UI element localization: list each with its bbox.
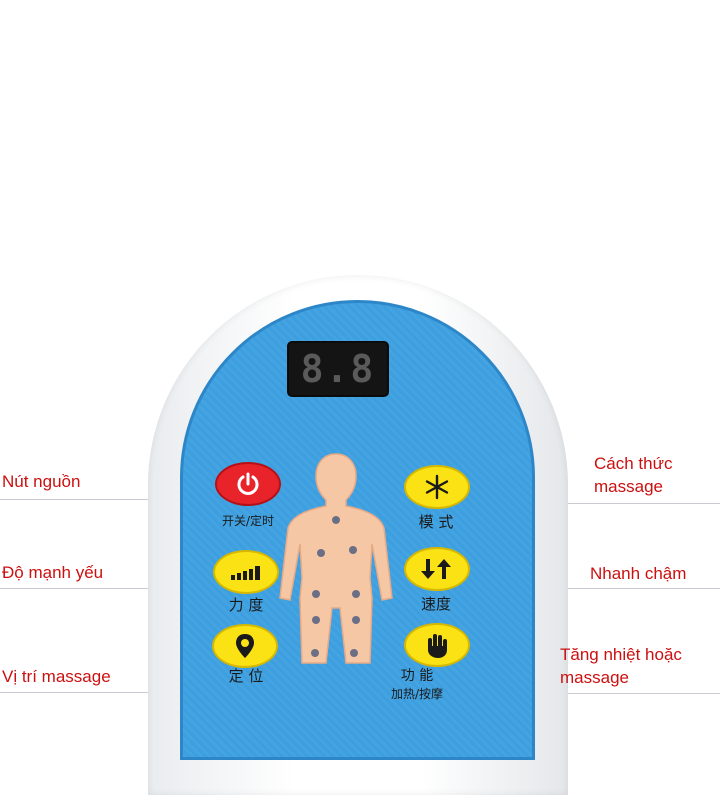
leader-line-speed (470, 588, 720, 589)
massage-points (311, 516, 360, 657)
massage-point-neck (332, 516, 340, 524)
massage-point-shoulder-left (317, 549, 325, 557)
leader-line-mode (470, 503, 720, 504)
location-pin-icon (236, 634, 254, 658)
massage-point-waist-left (312, 590, 320, 598)
massage-point-hip-right (352, 616, 360, 624)
power-icon (237, 472, 259, 495)
function-caption-line-2: 加热/按摩 (390, 687, 444, 701)
speed-button[interactable] (404, 547, 470, 591)
strength-button[interactable] (213, 550, 279, 594)
body-map-figure (279, 453, 393, 664)
callout-strength: Độ mạnh yếu (2, 563, 104, 582)
callout-function-line-2: massage (560, 668, 629, 687)
function-button-caption: 功 能 加热/按摩 (372, 667, 462, 703)
position-button-caption: 定 位 (228, 667, 264, 685)
callout-speed: Nhanh chậm (590, 564, 687, 583)
callout-function: Tăng nhiệt hoặc massage (560, 643, 682, 689)
callout-power: Nút nguồn (2, 472, 81, 491)
power-button-caption: 开关/定时 (221, 514, 275, 528)
mode-button-caption: 模 式 (418, 513, 454, 531)
massage-point-thigh-left (311, 649, 319, 657)
leader-line-function (470, 693, 720, 694)
power-button[interactable] (215, 462, 281, 506)
callout-mode: Cách thức massage (594, 452, 672, 498)
mode-button[interactable] (404, 465, 470, 509)
leader-line-strength (0, 588, 230, 589)
callout-position: Vị trí massage (2, 667, 111, 686)
display-value: 8.8 (300, 347, 376, 391)
up-down-arrows-icon (421, 559, 451, 579)
position-button[interactable] (212, 624, 278, 668)
callout-mode-line-2: massage (594, 477, 663, 496)
massage-point-shoulder-right (349, 546, 357, 554)
signal-bars-icon (231, 566, 260, 580)
massage-point-thigh-right (350, 649, 358, 657)
callout-mode-line-1: Cách thức (594, 454, 673, 473)
callout-function-line-1: Tăng nhiệt hoặc (560, 645, 682, 664)
function-button[interactable] (404, 623, 470, 667)
leader-line-power (0, 499, 230, 500)
massage-point-waist-right (352, 590, 360, 598)
massage-point-hip-left (312, 616, 320, 624)
leader-line-position (0, 692, 230, 693)
led-display: 8.8 (289, 343, 387, 395)
body-silhouette (279, 453, 393, 664)
hand-icon (428, 634, 447, 658)
strength-button-caption: 力 度 (228, 596, 264, 614)
speed-button-caption: 速度 (420, 595, 451, 613)
snowflake-icon (425, 474, 449, 500)
function-caption-line-1: 功 能 (400, 668, 434, 684)
